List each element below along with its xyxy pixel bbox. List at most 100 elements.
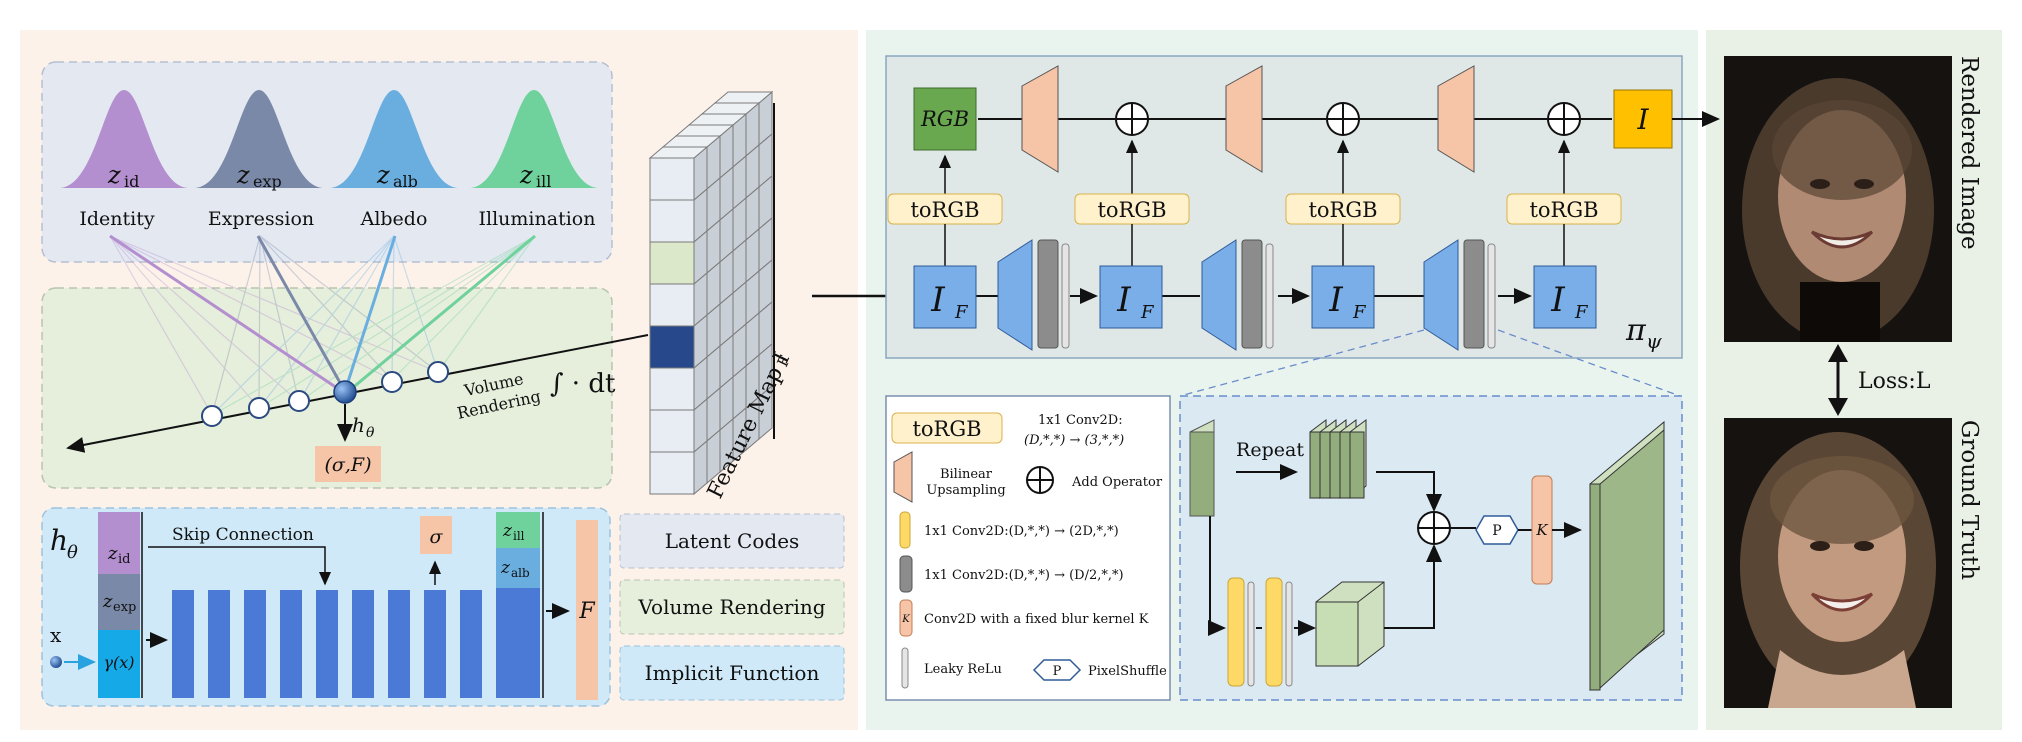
mlp-layer [388, 590, 410, 698]
color-layer [496, 588, 540, 698]
key-leaky-icon [901, 647, 909, 689]
torgb-text: toRGB [1529, 198, 1598, 222]
albedo-distribution [330, 90, 458, 188]
active-sample-point [333, 380, 357, 404]
detail-k-text: K [1535, 521, 1548, 539]
upsample-detail-box: Repeat P [1179, 395, 1683, 701]
implicit-function-box: h θ x z id z exp γ(x) Skip Connection σ [41, 507, 611, 707]
feature-block [913, 265, 977, 329]
feature-block [1533, 265, 1597, 329]
latent-codes-box: z id z exp z alb z ill Identity Expressi… [41, 61, 613, 263]
key-blur-icon [899, 599, 913, 637]
if-text: I [1116, 280, 1131, 320]
feature-cell [649, 325, 695, 369]
z-exp-sub: exp [253, 172, 282, 191]
pi-psi-sub: ψ [1646, 329, 1662, 353]
feature-cell [649, 283, 695, 327]
key-conv-2d-text: 1x1 Conv2D:(D,*,*) → (2D,*,*) [924, 524, 1119, 539]
z-alb-input-sub: alb [511, 566, 530, 580]
rendered-image-label: Rendered Image [1956, 56, 1982, 250]
if-sub: F [1574, 302, 1589, 323]
key-pixelshuffle-text: PixelShuffle [1088, 664, 1167, 679]
feature-cell [649, 451, 695, 495]
z-symbol: z [376, 161, 390, 189]
key-torgb-desc-1: 1x1 Conv2D: [1038, 413, 1123, 428]
detail-output-feature [1589, 420, 1665, 692]
z-id-input [98, 512, 140, 574]
mlp-layer [316, 590, 338, 698]
detail-conv-2d [1265, 577, 1283, 687]
latent-to-active-point-lines [109, 234, 536, 392]
key-bilinear-text-1: Bilinear [940, 467, 993, 482]
feature-cell-side [693, 439, 708, 496]
key-conv-2d-icon [899, 511, 911, 549]
input-point-icon [50, 656, 62, 668]
legend-volume-rendering: Volume Rendering [637, 595, 825, 619]
loss-arrow [1828, 344, 1848, 416]
z-ill-sub: ill [536, 172, 551, 191]
sigma-f-output [315, 446, 381, 482]
output-image-block [1613, 89, 1673, 149]
add-operator-icon [1547, 102, 1581, 136]
if-text: I [1550, 280, 1565, 320]
key-leaky-text: Leaky ReLu [924, 662, 1002, 677]
if-text: I [1328, 280, 1343, 320]
pi-psi-text: π [1625, 313, 1647, 348]
repeat-feature-stack [1309, 419, 1367, 499]
mlp-layer [352, 590, 374, 698]
key-p-text: P [1053, 664, 1062, 679]
illumination-distribution [470, 90, 598, 188]
rgb-text: RGB [920, 107, 969, 131]
if-sub: F [1352, 302, 1367, 323]
rendered-image [1724, 56, 1952, 342]
key-blur-text: Conv2D with a fixed blur kernel K [924, 612, 1149, 627]
feature-block [1099, 265, 1163, 329]
sample-point [288, 390, 310, 412]
z-ill-input [496, 512, 540, 548]
illumination-label: Illumination [479, 208, 596, 230]
upsample-block [1423, 239, 1496, 351]
z-id-input-sub: id [118, 552, 130, 567]
gamma-x-input [98, 630, 140, 698]
detail-add-operator [1417, 511, 1451, 545]
key-torgb-desc-2: (D,*,*) → (3,*,*) [1024, 433, 1124, 448]
if-sub: F [1140, 302, 1155, 323]
mlp-layer [244, 590, 266, 698]
feature-output [576, 520, 598, 700]
upsample-block [1201, 239, 1274, 351]
key-pixelshuffle-icon [1032, 659, 1082, 681]
z-alb-input [496, 548, 540, 588]
torgb-text: toRGB [1097, 198, 1166, 222]
key-bilinear-text-2: Upsampling [926, 483, 1005, 498]
detail-conv-2d [1227, 577, 1245, 687]
legend-latent-codes: Latent Codes [665, 529, 800, 553]
z-symbol: z [107, 161, 121, 189]
sigma-text: σ [430, 526, 444, 548]
key-conv-half-icon [899, 555, 913, 593]
z-id-z: z [107, 543, 118, 564]
z-exp-input [98, 574, 140, 630]
sample-point [248, 397, 270, 419]
ground-truth-image [1724, 418, 1952, 708]
z-id-sub: id [124, 172, 139, 191]
identity-label: Identity [79, 208, 154, 230]
skip-connection-label: Skip Connection [172, 525, 314, 545]
zoom-line-right [1497, 329, 1681, 397]
mlp-layer [172, 590, 194, 698]
key-blur-k: K [901, 614, 910, 625]
legend: Latent Codes Volume Rendering Implicit F… [619, 513, 845, 701]
output-i-text: I [1636, 103, 1649, 136]
key-torgb-block [891, 412, 1003, 444]
z-exp-z: z [102, 591, 113, 612]
albedo-label: Albedo [360, 208, 428, 230]
if-text: I [930, 280, 945, 320]
expression-label: Expression [208, 208, 314, 230]
key-bilinear-icon [893, 451, 913, 503]
detail-p-text: P [1492, 523, 1501, 539]
detail-input-feature [1189, 431, 1215, 517]
sample-point [427, 361, 449, 383]
gamma-x-text: γ(x) [103, 653, 134, 672]
feature-cell [649, 409, 695, 453]
z-symbol: z [236, 161, 250, 189]
h-theta-title: h [50, 524, 68, 557]
